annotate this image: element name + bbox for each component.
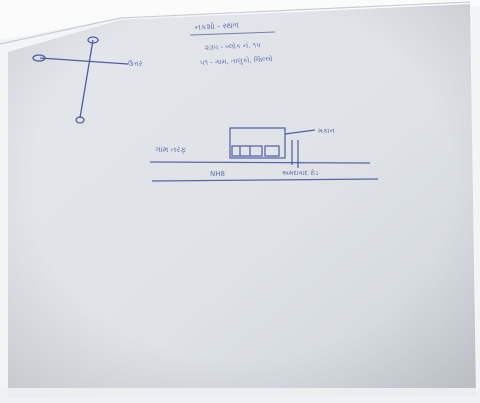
left-label: ગામ તરફ	[155, 145, 186, 154]
road-sketch	[149, 161, 379, 182]
road-right-label: અમદાવાદ રોડ	[282, 169, 319, 177]
paper-edge	[0, 1, 471, 45]
building-sketch	[229, 127, 316, 168]
paper-shadow	[8, 4, 476, 398]
header-underline	[189, 31, 276, 36]
compass-label: ઉત્તર	[128, 60, 143, 68]
bottom-background	[0, 388, 480, 403]
header-notes: નકશો - સ્થળ ૨૩૫ - બ્લોક નં. ૧૫ ૫૧ - ગામ,…	[189, 20, 276, 67]
compass-sketch	[32, 36, 129, 124]
header-line-3: ૫૧ - ગામ, તાલુકો, જિલ્લો	[200, 54, 274, 67]
header-line-1: નકશો - સ્થળ	[195, 20, 240, 32]
building-label: મકાન	[318, 127, 335, 135]
header-line-2: ૨૩૫ - બ્લોક નં. ૧૫	[205, 40, 262, 52]
road-label: NH8	[210, 170, 225, 178]
